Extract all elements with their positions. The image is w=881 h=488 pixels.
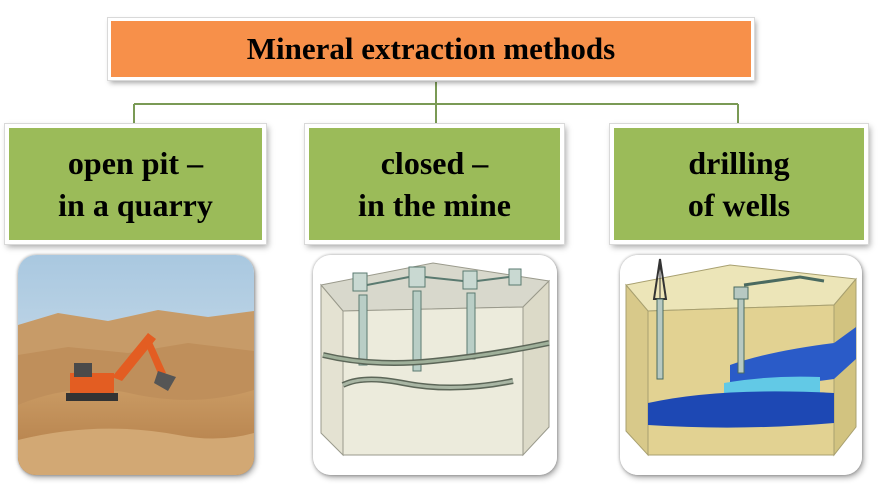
quarry-excavator-photo (18, 255, 254, 475)
method-open-pit: open pit – in a quarry (5, 124, 266, 244)
method-label-line1: open pit – (67, 145, 204, 181)
diagram-title: Mineral extraction methods (246, 31, 616, 66)
drilling-rig-icon (652, 258, 668, 380)
method-label-line2: of wells (687, 187, 791, 223)
title-box: Mineral extraction methods (108, 18, 754, 80)
method-label-line1: closed – (380, 145, 489, 181)
method-drilling-wells: drilling of wells (610, 124, 868, 244)
excavator-icon (66, 333, 176, 401)
method-label-line2: in a quarry (58, 187, 213, 223)
method-label-line2: in the mine (358, 187, 511, 223)
method-closed-mine: closed – in the mine (305, 124, 564, 244)
method-label-line1: drilling (688, 145, 790, 181)
underground-mine-cutaway (313, 255, 557, 475)
well-drilling-cutaway (620, 255, 862, 475)
